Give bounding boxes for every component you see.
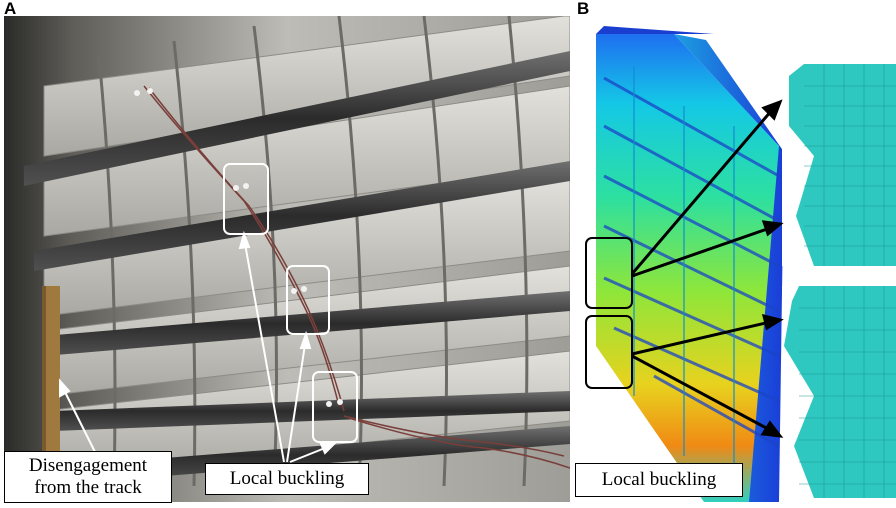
zoom-detail-lower	[782, 286, 896, 502]
fea-model-figure	[585, 26, 896, 502]
local-buckling-label-a: Local buckling	[205, 463, 369, 495]
disengagement-label: Disengagement from the track	[4, 451, 172, 503]
zoom-detail-upper	[782, 64, 896, 266]
garage-door-photo	[4, 16, 570, 502]
local-buckling-label-b: Local buckling	[575, 463, 743, 497]
panel-letter-a: A	[4, 0, 17, 18]
panel-letter-b: B	[577, 0, 590, 18]
